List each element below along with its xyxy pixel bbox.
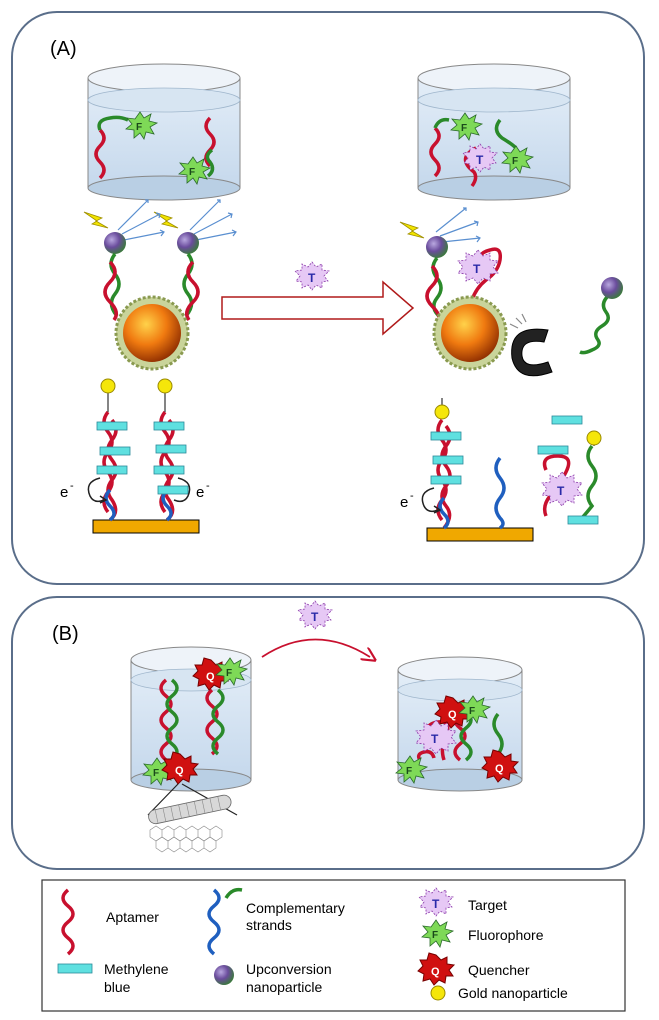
svg-text:Q: Q bbox=[431, 966, 440, 978]
legend-upconversion-label-2: nanoparticle bbox=[246, 979, 322, 995]
fluorophore-a4: F bbox=[501, 145, 535, 174]
legend-methylene-label-2: blue bbox=[104, 979, 131, 995]
duplex-strands-bead-left bbox=[103, 252, 200, 322]
svg-text:F: F bbox=[432, 930, 438, 941]
ucnp-a1 bbox=[104, 232, 126, 254]
free-ucnp-strand bbox=[579, 277, 623, 355]
svg-text:T: T bbox=[432, 897, 440, 911]
svg-text:-: - bbox=[410, 490, 414, 502]
legend-target-label: Target bbox=[468, 897, 507, 913]
svg-text:Q: Q bbox=[175, 765, 184, 777]
magnet-icon bbox=[509, 313, 553, 377]
target-a1: T bbox=[462, 143, 498, 173]
fluorophore-b3: F bbox=[458, 695, 492, 724]
fluorophore-b1: F bbox=[215, 657, 249, 686]
electrode-left bbox=[92, 519, 200, 534]
reaction-arrow-b bbox=[261, 638, 370, 658]
svg-text:F: F bbox=[136, 122, 142, 133]
svg-text:F: F bbox=[406, 766, 412, 777]
svg-text:T: T bbox=[311, 610, 319, 624]
svg-text:Q: Q bbox=[495, 763, 504, 775]
target-a3: T bbox=[457, 249, 499, 285]
gold-np-a2 bbox=[157, 378, 173, 394]
legend-target-icon: T bbox=[418, 887, 454, 917]
gold-np-a3 bbox=[434, 404, 450, 420]
fluorophore-b4: F bbox=[395, 755, 429, 784]
legend-aptamer-label: Aptamer bbox=[106, 909, 159, 925]
ucnp-a3 bbox=[426, 236, 448, 258]
legend-complementary-label-1: Complementary bbox=[246, 900, 345, 916]
gold-np-a4 bbox=[586, 430, 602, 446]
methylene-blue-right bbox=[430, 415, 599, 525]
quencher-b4: Q bbox=[481, 749, 520, 783]
panel-b-frame bbox=[11, 596, 645, 870]
magnetic-bead-left bbox=[114, 295, 190, 371]
target-b1: T bbox=[297, 600, 333, 630]
carbon-nanotube-icon bbox=[147, 783, 238, 825]
methylene-blue-left bbox=[96, 421, 189, 495]
target-a4: T bbox=[541, 471, 583, 507]
legend-gold-icon bbox=[430, 985, 446, 1001]
legend-complementary-icon bbox=[207, 887, 243, 956]
svg-text:F: F bbox=[189, 167, 195, 178]
gold-np-a1 bbox=[100, 378, 116, 394]
svg-text:F: F bbox=[226, 668, 232, 679]
reaction-arrow-a bbox=[221, 280, 415, 336]
legend-aptamer-icon bbox=[61, 888, 75, 956]
emission-arrows bbox=[117, 199, 481, 243]
legend-quencher-icon: Q bbox=[417, 952, 456, 986]
target-a2: T bbox=[294, 261, 330, 291]
beaker-a-right bbox=[417, 63, 571, 201]
ucnp-a2 bbox=[177, 232, 199, 254]
electron-transfer-right: e - bbox=[400, 487, 442, 514]
svg-text:F: F bbox=[153, 768, 159, 779]
svg-text:F: F bbox=[469, 706, 475, 717]
svg-text:e: e bbox=[196, 484, 204, 501]
svg-text:T: T bbox=[431, 732, 439, 746]
electron-transfer-left: e - e - bbox=[60, 477, 210, 504]
svg-text:-: - bbox=[70, 480, 74, 492]
graphene-icon bbox=[149, 825, 223, 853]
svg-text:Q: Q bbox=[448, 709, 457, 721]
target-b2: T bbox=[415, 719, 457, 755]
legend-fluorophore-label: Fluorophore bbox=[468, 927, 544, 943]
svg-text:e: e bbox=[60, 484, 68, 501]
svg-text:e: e bbox=[400, 494, 408, 511]
legend-methylene-blue-icon bbox=[57, 963, 93, 974]
fluorophore-a1: F bbox=[125, 111, 159, 140]
svg-text:F: F bbox=[512, 156, 518, 167]
legend-fluorophore-icon: F bbox=[421, 919, 455, 948]
legend-upconversion-icon bbox=[214, 965, 234, 985]
magnetic-bead-right bbox=[432, 295, 508, 371]
fluorophore-a3: F bbox=[450, 112, 484, 141]
legend-methylene-label-1: Methylene bbox=[104, 961, 169, 977]
panel-b-label: (B) bbox=[52, 623, 79, 645]
legend-gold-label: Gold nanoparticle bbox=[458, 985, 568, 1001]
svg-text:T: T bbox=[308, 271, 316, 285]
electrode-right bbox=[426, 527, 534, 542]
svg-text:T: T bbox=[473, 262, 481, 276]
svg-text:F: F bbox=[461, 123, 467, 134]
svg-text:T: T bbox=[557, 484, 565, 498]
beaker-a-left bbox=[87, 63, 241, 201]
legend-box bbox=[41, 879, 626, 1012]
quencher-b2: Q bbox=[161, 751, 200, 785]
legend-upconversion-label-1: Upconversion bbox=[246, 961, 332, 977]
legend-quencher-label: Quencher bbox=[468, 962, 530, 978]
fluorophore-a2: F bbox=[178, 156, 212, 185]
panel-a-label: (A) bbox=[50, 38, 77, 60]
legend-complementary-label-2: strands bbox=[246, 917, 292, 933]
svg-text:-: - bbox=[206, 480, 210, 492]
svg-text:Q: Q bbox=[206, 671, 215, 683]
svg-text:T: T bbox=[476, 153, 484, 167]
